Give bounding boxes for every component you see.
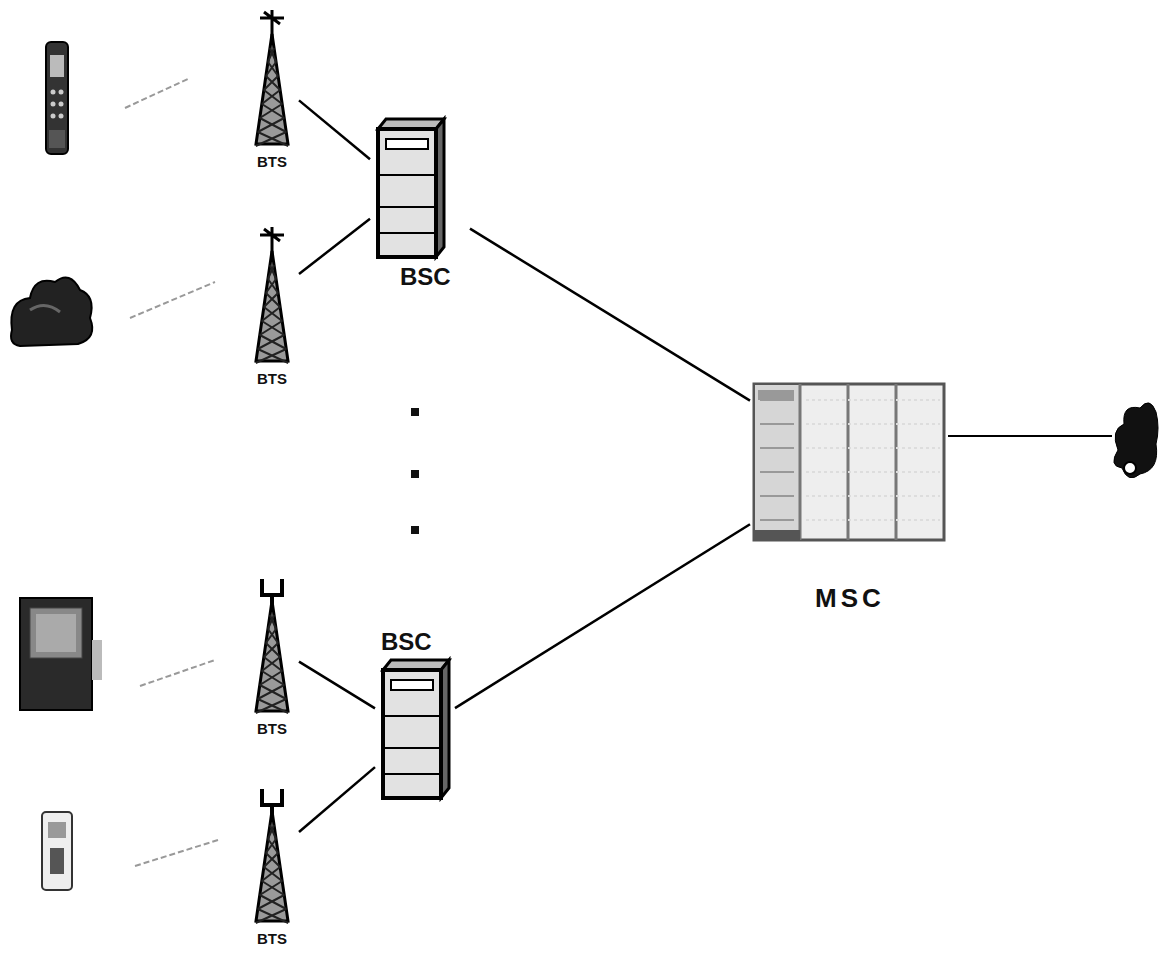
- node-label: MSC: [815, 585, 885, 611]
- server-icon: [375, 628, 455, 806]
- bts-tower: BTS: [245, 8, 299, 178]
- tower-icon: [245, 225, 299, 365]
- server-icon: [370, 115, 450, 265]
- msc-switch: MSC: [750, 380, 950, 620]
- node-label: BTS: [257, 721, 287, 736]
- link-line: [470, 229, 750, 401]
- radio-link: [125, 78, 218, 866]
- handheld-terminal: [20, 598, 102, 710]
- network-cloud: [1114, 403, 1158, 478]
- link-line: [299, 100, 370, 159]
- vehicle-terminal: [11, 278, 92, 347]
- node-label: BTS: [257, 154, 287, 169]
- link-line: [299, 219, 370, 274]
- mobile-phone: [42, 812, 72, 890]
- bsc-server: BSC: [375, 628, 455, 806]
- bsc-server: BSC: [370, 115, 470, 295]
- tower-icon: [245, 575, 299, 715]
- bts-tower: BTS: [245, 575, 299, 745]
- node-label: BSC: [381, 630, 432, 654]
- node-label: BSC: [400, 265, 451, 289]
- switch-rack-icon: [750, 380, 950, 545]
- node-label: BTS: [257, 931, 287, 946]
- tower-icon: [245, 8, 299, 148]
- continuation-dots: [411, 408, 419, 534]
- link-line: [299, 767, 375, 832]
- link-line: [299, 662, 375, 709]
- link-line: [455, 524, 750, 708]
- bts-tower: BTS: [245, 785, 299, 950]
- mobile-phone: [46, 42, 68, 154]
- trunk-line: [948, 435, 1112, 437]
- node-label: BTS: [257, 371, 287, 386]
- tower-icon: [245, 785, 299, 925]
- bts-tower: BTS: [245, 225, 299, 395]
